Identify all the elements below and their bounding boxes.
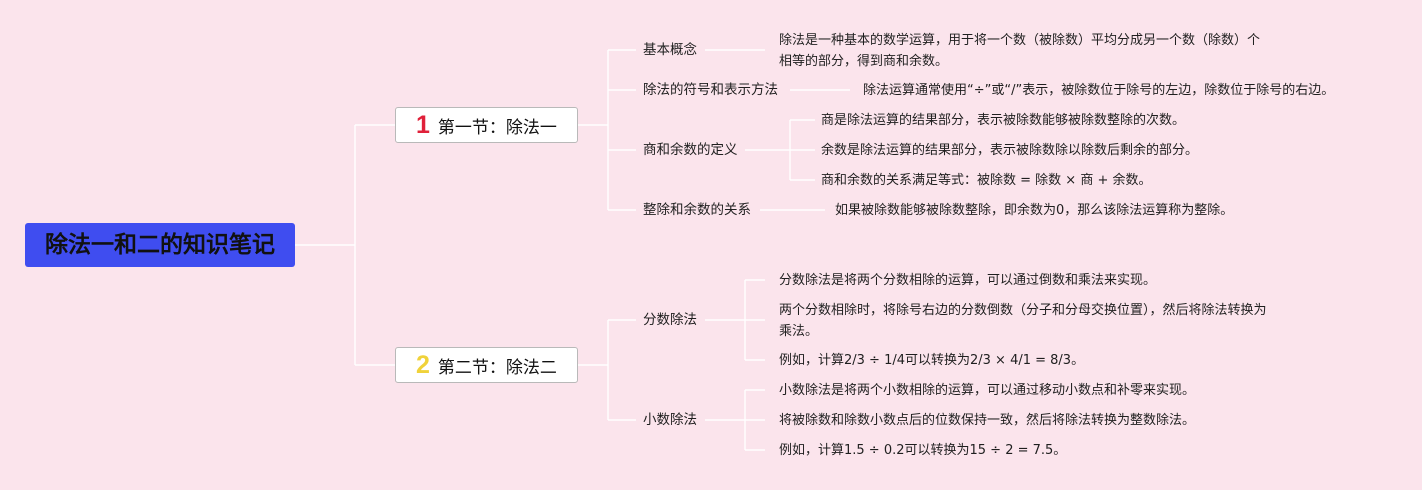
note-decimal-division-2[interactable]: 将被除数和除数小数点后的位数保持一致，然后将除法转换为整数除法。 bbox=[779, 413, 1196, 428]
root-title: 除法一和二的知识笔记 bbox=[45, 232, 275, 258]
root-node[interactable]: 除法一和二的知识笔记 bbox=[25, 223, 295, 267]
section-title-2: 第二节：除法二 bbox=[437, 357, 557, 378]
topic-division-symbols[interactable]: 除法的符号和表示方法 bbox=[643, 82, 778, 98]
section-number-1: 1 bbox=[416, 110, 430, 139]
note-decimal-division-3[interactable]: 例如，计算1.5 ÷ 0.2可以转换为15 ÷ 2 = 7.5。 bbox=[779, 443, 1067, 458]
section-node-1[interactable]: 1 第一节：除法一 bbox=[395, 107, 578, 143]
note-basic-concept[interactable]: 除法是一种基本的数学运算，用于将一个数（被除数）平均分成另一个数（除数）个相等的… bbox=[779, 33, 1261, 69]
topic-basic-concept[interactable]: 基本概念 bbox=[643, 42, 697, 58]
note-fraction-division-3[interactable]: 例如，计算2/3 ÷ 1/4可以转换为2/3 × 4/1 = 8/3。 bbox=[779, 353, 1085, 368]
note-exact-division[interactable]: 如果被除数能够被除数整除，即余数为0，那么该除法运算称为整除。 bbox=[835, 203, 1234, 218]
topic-fraction-division[interactable]: 分数除法 bbox=[643, 312, 697, 328]
note-fraction-division-1[interactable]: 分数除法是将两个分数相除的运算，可以通过倒数和乘法来实现。 bbox=[779, 273, 1157, 288]
note-division-symbols[interactable]: 除法运算通常使用“÷”或“/”表示，被除数位于除号的左边，除数位于除号的右边。 bbox=[863, 83, 1335, 98]
topic-exact-division[interactable]: 整除和余数的关系 bbox=[643, 202, 751, 218]
topic-quotient-remainder[interactable]: 商和余数的定义 bbox=[643, 142, 738, 158]
note-remainder-definition[interactable]: 余数是除法运算的结果部分，表示被除数除以除数后剩余的部分。 bbox=[821, 143, 1199, 158]
topic-decimal-division[interactable]: 小数除法 bbox=[643, 412, 697, 428]
note-quotient-remainder-relation[interactable]: 商和余数的关系满足等式：被除数 = 除数 × 商 + 余数。 bbox=[821, 173, 1152, 188]
note-decimal-division-1[interactable]: 小数除法是将两个小数相除的运算，可以通过移动小数点和补零来实现。 bbox=[779, 383, 1196, 398]
section-node-2[interactable]: 2 第二节：除法二 bbox=[395, 347, 578, 383]
section-title-1: 第一节：除法一 bbox=[437, 117, 557, 138]
section-number-2: 2 bbox=[416, 350, 430, 379]
note-fraction-division-2[interactable]: 两个分数相除时，将除号右边的分数倒数（分子和分母交换位置），然后将除法转换为乘法… bbox=[779, 303, 1267, 339]
note-quotient-definition[interactable]: 商是除法运算的结果部分，表示被除数能够被除数整除的次数。 bbox=[821, 113, 1186, 128]
